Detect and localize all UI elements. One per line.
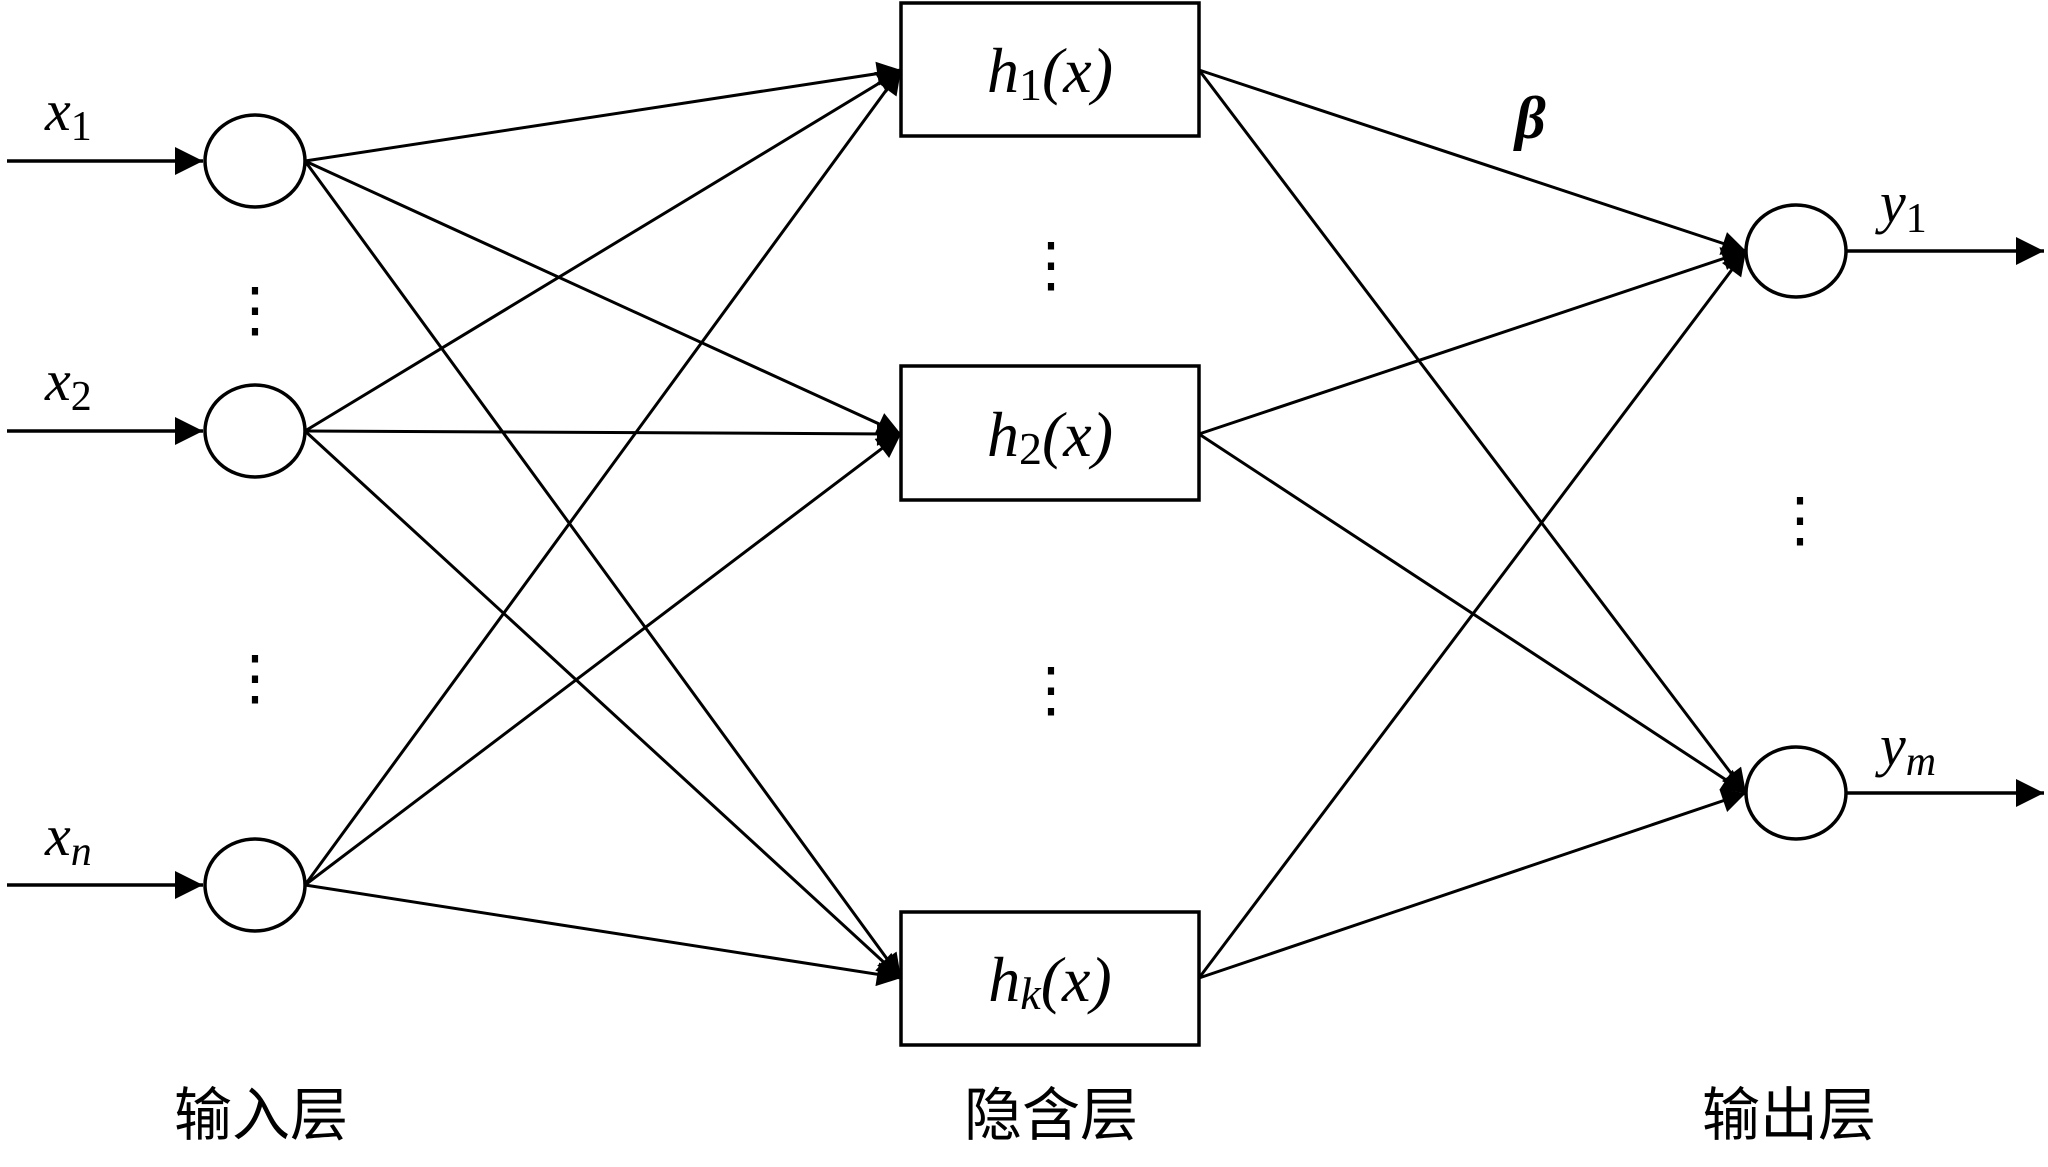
- output-node: [1744, 745, 1848, 841]
- hidden-layer-label: 隐含层: [964, 1081, 1138, 1149]
- hidden-label-h2: h2(x): [987, 399, 1113, 474]
- hidden-output-edge: [1198, 247, 1747, 436]
- output-layer-label: 输出层: [1702, 1081, 1876, 1149]
- output-label-ym: ym: [1875, 713, 1936, 785]
- hidden-node-h2: [899, 364, 1201, 502]
- input-hidden-edge: [304, 421, 902, 446]
- input-hidden-edge: [303, 69, 903, 886]
- hidden-layer: h1(x) h2(x) hk(x) ⋮ ⋮: [899, 1, 1201, 1047]
- hidden-output-edge: [1197, 250, 1748, 979]
- hidden-output-edge: [1197, 69, 1748, 794]
- hidden-output-edge: [1198, 68, 1747, 255]
- hidden-ellipsis: ⋮: [1021, 232, 1081, 298]
- input-node: [203, 837, 307, 933]
- input-label-x2: x2: [44, 348, 92, 420]
- input-hidden-edge: [304, 159, 902, 436]
- output-node: [1744, 203, 1848, 299]
- input-hidden-edge: [303, 160, 903, 979]
- input-hidden-edge: [304, 432, 902, 887]
- input-hidden-edge: [303, 429, 903, 980]
- hidden-label-h1: h1(x): [987, 35, 1113, 110]
- hidden-label-hk: hk(x): [988, 944, 1111, 1019]
- input-hidden-edge: [304, 61, 902, 163]
- weight-label-beta: β: [1513, 85, 1546, 151]
- input-label-x1: x1: [44, 78, 92, 150]
- hidden-node-h1: [899, 1, 1201, 138]
- input-hidden-edge: [304, 883, 902, 987]
- input-label-xn: xn: [44, 803, 92, 875]
- input-ellipsis: ⋮: [225, 277, 285, 343]
- input-node: [203, 113, 307, 209]
- output-label-y1: y1: [1875, 170, 1927, 242]
- input-layer: x1 x2 xn ⋮ ⋮: [7, 78, 307, 933]
- hidden-output-edge: [1198, 789, 1747, 980]
- input-node: [203, 383, 307, 479]
- input-hidden-edge: [304, 68, 902, 433]
- input-ellipsis: ⋮: [225, 645, 285, 711]
- connections: [303, 61, 1748, 987]
- output-ellipsis: ⋮: [1770, 487, 1830, 553]
- hidden-node-hk: [899, 910, 1201, 1047]
- input-layer-label: 输入层: [174, 1081, 348, 1149]
- output-layer: y1 ym ⋮: [1744, 170, 2044, 841]
- hidden-ellipsis: ⋮: [1021, 657, 1081, 723]
